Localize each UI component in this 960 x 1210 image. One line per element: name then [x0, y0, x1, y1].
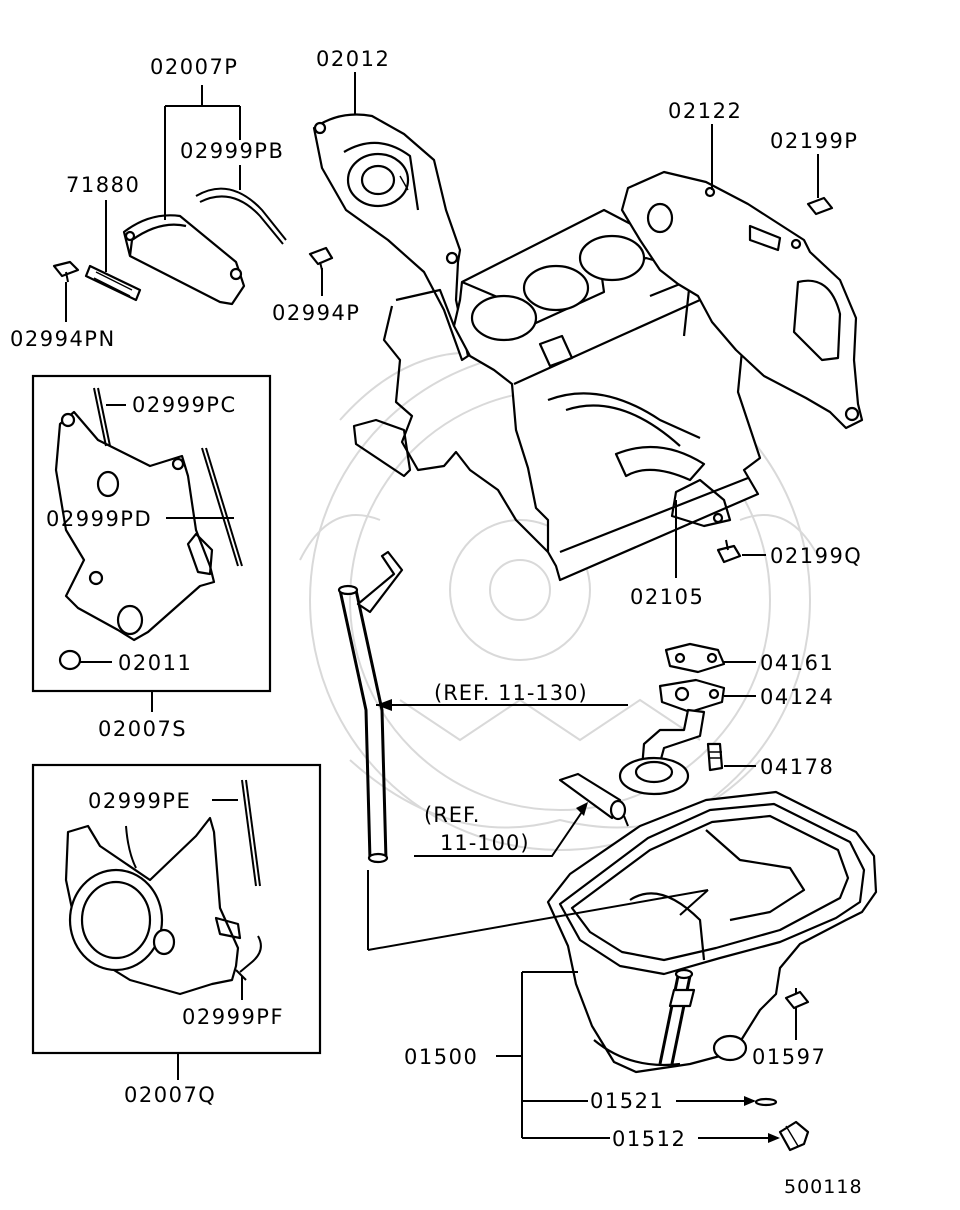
diagram-id: 500118: [784, 1176, 863, 1198]
label-04124: 04124: [760, 685, 834, 709]
label-02999PF: 02999PF: [182, 1005, 284, 1029]
leaders-oil-pan: [367, 870, 780, 1143]
ref-label-11-130: (REF. 11-130): [434, 681, 588, 705]
lower-cover-02007Q: [64, 779, 262, 996]
gasket-71880: [84, 264, 142, 302]
label-02999PC: 02999PC: [132, 393, 237, 417]
bolt-04178: [706, 742, 756, 772]
label-02994PN: 02994PN: [10, 327, 116, 351]
label-04178: 04178: [760, 755, 834, 779]
group-box-02007Q: [31, 763, 322, 1055]
label-02012: 02012: [316, 47, 390, 71]
label-02122: 02122: [668, 99, 742, 123]
oil-level-gauge-guide: [337, 550, 404, 864]
rear-plate-02122: [620, 124, 864, 430]
label-02007Q: 02007Q: [124, 1083, 216, 1107]
bolt-02199Q: [716, 539, 766, 564]
label-01500: 01500: [404, 1045, 478, 1069]
label-02199P: 02199P: [770, 129, 858, 153]
label-02011: 02011: [118, 651, 192, 675]
leaders-box-02007S: [80, 404, 234, 712]
ref-label-11-100-line1: (REF.: [424, 803, 480, 827]
label-02105: 02105: [630, 585, 704, 609]
ref-arrow-11-100: [414, 802, 588, 857]
label-01597: 01597: [752, 1045, 826, 1069]
cylinder-block: [352, 208, 762, 582]
label-71880: 71880: [66, 173, 140, 197]
bolt-02199P: [806, 154, 834, 216]
gasket-04161: [664, 642, 756, 674]
leaders-box-02007Q: [177, 799, 243, 1080]
lower-cover-02007S: [54, 387, 243, 671]
oil-strainer-04124: [618, 678, 756, 796]
bolt-02994PN: [52, 260, 80, 283]
label-02199Q: 02199Q: [770, 544, 862, 568]
gasket-01521: [754, 1097, 778, 1107]
timing-belt-cover-upper: [122, 187, 287, 306]
drain-plug-01512: [778, 1120, 810, 1152]
bolt-01597: [784, 988, 810, 1040]
label-02007S: 02007S: [98, 717, 187, 741]
label-02999PE: 02999PE: [88, 789, 191, 813]
label-01512: 01512: [612, 1127, 686, 1151]
bolt-02994P: [308, 246, 334, 271]
label-02999PB: 02999PB: [180, 139, 284, 163]
ref-label-11-100-line2: 11-100): [440, 831, 530, 855]
label-02994P: 02994P: [272, 301, 360, 325]
label-04161: 04161: [760, 651, 834, 675]
timing-belt-rear-plate: [312, 113, 470, 362]
oil-pan-01500: [546, 790, 878, 1074]
label-01521: 01521: [590, 1089, 664, 1113]
leaders-upper-left: [65, 72, 356, 322]
label-02007P: 02007P: [150, 55, 238, 79]
label-02999PD: 02999PD: [46, 507, 152, 531]
oil-sensor: [558, 772, 629, 827]
ref-arrow-11-130: [376, 699, 628, 711]
